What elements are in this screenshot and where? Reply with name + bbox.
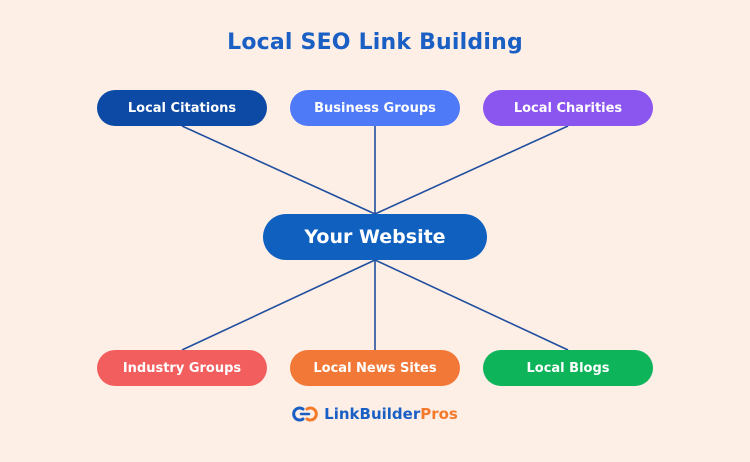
- node-local-citations: Local Citations: [97, 90, 267, 126]
- connector-top-2: [374, 125, 569, 215]
- connector-bottom-2: [374, 259, 569, 351]
- node-local-charities: Local Charities: [483, 90, 653, 126]
- node-your-website: Your Website: [263, 214, 487, 260]
- node-local-blogs: Local Blogs: [483, 350, 653, 386]
- brand-name: LinkBuilderPros: [324, 405, 458, 423]
- node-label: Business Groups: [314, 100, 436, 116]
- diagram-title: Local SEO Link Building: [227, 30, 523, 55]
- footer-logo: LinkBuilderPros: [0, 404, 750, 424]
- node-label: Local Blogs: [526, 360, 610, 376]
- node-label: Your Website: [304, 226, 446, 248]
- node-label: Local Citations: [127, 100, 237, 116]
- link-chain-icon: [292, 406, 318, 422]
- node-business-groups: Business Groups: [290, 90, 460, 126]
- node-label: Industry Groups: [122, 360, 242, 376]
- node-label: Local News Sites: [313, 360, 437, 376]
- brand-main: LinkBuilder: [324, 405, 421, 423]
- node-industry-groups: Industry Groups: [97, 350, 267, 386]
- connector-top-0: [181, 125, 376, 215]
- node-label: Local Charities: [513, 100, 623, 116]
- node-local-news-sites: Local News Sites: [290, 350, 460, 386]
- connector-bottom-0: [181, 259, 376, 351]
- brand-accent: Pros: [420, 405, 458, 423]
